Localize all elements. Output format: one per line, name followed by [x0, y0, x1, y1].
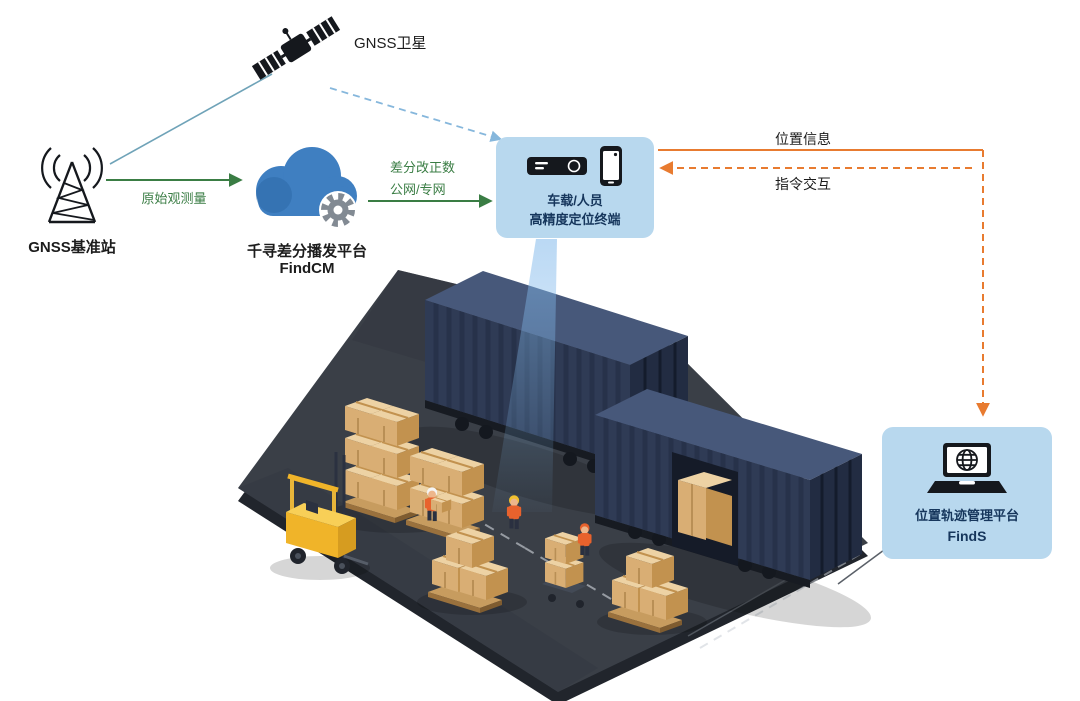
- gear-icon: [321, 193, 355, 227]
- terminal-card: 车载/人员 高精度定位终端: [496, 137, 654, 238]
- position-info-label: 位置信息: [775, 131, 831, 147]
- positioning-beam: [492, 239, 557, 512]
- forklift: [286, 452, 369, 574]
- network-label: 公网/专网: [390, 182, 446, 197]
- raw-observation-label: 原始观测量: [141, 191, 207, 206]
- management-platform-name: 位置轨迹管理平台: [914, 508, 1019, 524]
- command-interaction-label: 指令交互: [775, 176, 831, 192]
- satellite-basestation-link: [109, 73, 273, 165]
- laptop-globe-icon: [927, 443, 1007, 494]
- smartphone-icon: [600, 146, 622, 187]
- base-station-icon: [41, 147, 103, 224]
- container-b: [595, 389, 862, 588]
- terminal-icons: [526, 145, 624, 187]
- differential-correction-label: 差分改正数: [390, 160, 456, 175]
- pallet-jack: [542, 531, 586, 608]
- container-open-cargo: [672, 452, 738, 566]
- terminal-label-line1: 车载/人员: [547, 193, 603, 209]
- satellite-icon: [251, 16, 341, 80]
- management-platform-card: 位置轨迹管理平台 FindS: [882, 427, 1052, 559]
- cloud-icon: [256, 147, 357, 229]
- terminal-label-line2: 高精度定位终端: [529, 212, 621, 227]
- cloud-platform-name: 千寻差分播发平台: [246, 243, 367, 260]
- satellite-label: GNSS卫星: [354, 35, 427, 52]
- flow-lines: [106, 73, 990, 585]
- receiver-icon: [527, 157, 587, 176]
- satellite-terminal-link: [329, 87, 503, 142]
- cloud-platform-product: FindCM: [279, 260, 335, 277]
- finds-scene-callout: [837, 549, 885, 585]
- warehouse-scene: [238, 239, 871, 701]
- management-platform-product: FindS: [947, 527, 987, 544]
- base-station-label: GNSS基准站: [28, 239, 116, 256]
